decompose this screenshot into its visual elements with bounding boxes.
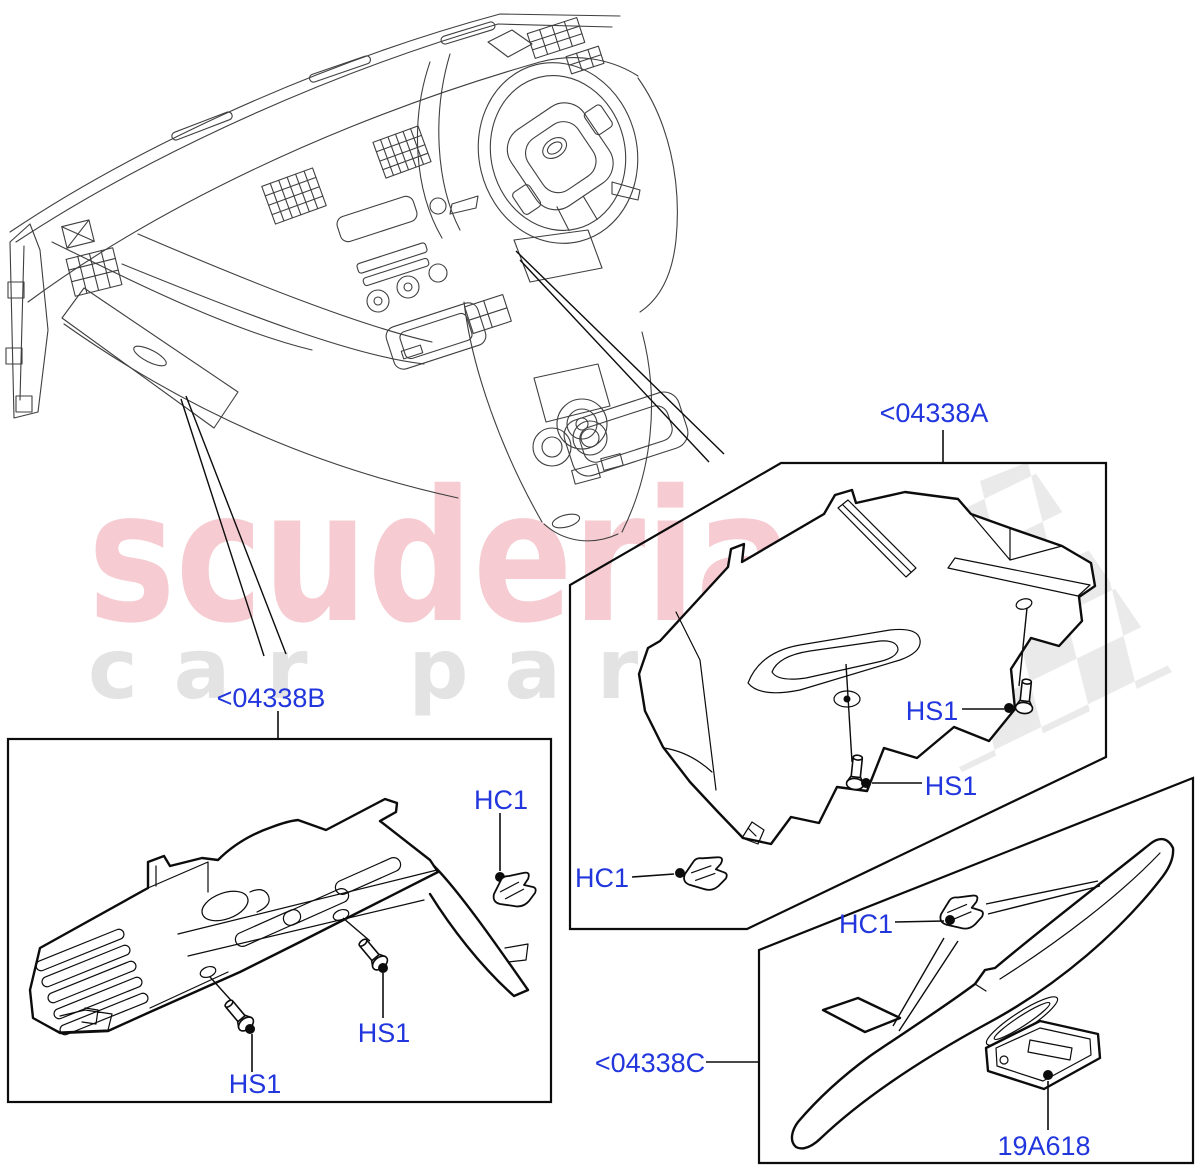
part-c-drawing [790, 837, 1175, 1150]
pointer-line [892, 937, 959, 1032]
detail-box-a-frame [568, 461, 1108, 931]
clip-label-hc1-b[interactable]: HC1 [474, 785, 528, 815]
part-a-drawing [637, 488, 1097, 846]
screw-label-hs1-a1[interactable]: HS1 [906, 696, 959, 726]
clip-label-hc1-a[interactable]: HC1 [575, 863, 629, 893]
leader-dot [861, 778, 871, 788]
leader-line [342, 917, 371, 942]
screw-label-hs1-b2[interactable]: HS1 [358, 1018, 411, 1048]
clip-icon [938, 891, 986, 932]
detail-box-c-frame [757, 776, 1195, 1165]
part-b-drawing [28, 797, 530, 1036]
leader-line [894, 920, 945, 923]
leader-line [631, 873, 675, 878]
pointer-line [985, 880, 1101, 915]
clip-icon [681, 851, 731, 894]
pointer-line-to-a [519, 259, 710, 463]
screw-label-hs1-a2[interactable]: HS1 [925, 771, 978, 801]
dashboard-sketch [5, 13, 689, 542]
centre-vent-icon [261, 167, 327, 225]
clip-label-hc1-c[interactable]: HC1 [839, 909, 893, 939]
leader-dot [675, 868, 685, 878]
leader-dot [1004, 703, 1014, 713]
latch-label-19a618[interactable]: 19A618 [997, 1131, 1090, 1161]
pointer-line-to-b [185, 395, 287, 655]
detail-box-a [568, 461, 1108, 931]
detail-box-b [6, 737, 553, 1104]
latch-drawing [984, 1019, 1102, 1091]
brand-badge-icon [542, 137, 568, 159]
screw-label-hs1-b1[interactable]: HS1 [229, 1069, 282, 1099]
pointer-lines [180, 250, 725, 657]
pointer-line-to-b [180, 398, 265, 657]
console-vent-icon [532, 427, 572, 467]
part-code-label-04338a[interactable]: <04338A [880, 398, 989, 428]
side-vent-icon [65, 247, 123, 297]
leader-dot [378, 963, 388, 973]
part-code-label-04338b[interactable]: <04338B [217, 683, 326, 713]
defroster-vent-icon [526, 17, 586, 59]
part-code-label-04338c[interactable]: <04338C [595, 1048, 705, 1078]
callout-labels: <04338A <04338B <04338C HS1 HS1 HS1 HS1 … [217, 398, 1091, 1161]
detail-box-b-frame [6, 737, 553, 1104]
pointer-line-to-a [515, 250, 725, 455]
leader-dot [245, 1024, 255, 1034]
leader-dot [1043, 1070, 1053, 1080]
detail-box-c [757, 776, 1195, 1165]
leader-dot [945, 915, 955, 925]
